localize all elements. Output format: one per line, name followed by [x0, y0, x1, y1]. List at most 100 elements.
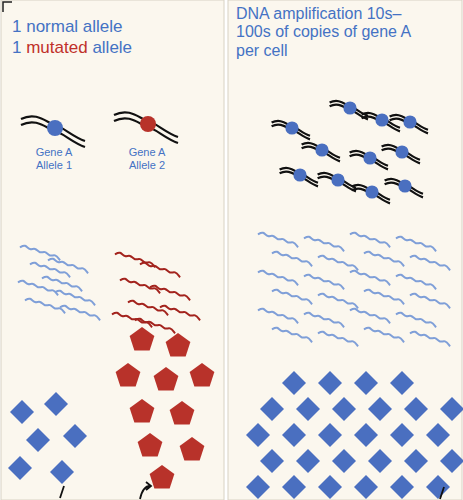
protein-diamond [282, 423, 306, 447]
protein-diamond [8, 456, 32, 480]
gene-locus [114, 112, 178, 143]
protein-diamond [390, 371, 414, 395]
gene-dot [293, 168, 306, 181]
mrna-strand [20, 246, 60, 261]
mrna-strand [304, 237, 344, 252]
protein-pentagon [190, 363, 215, 387]
mrna-strand [150, 286, 190, 301]
mrna-strand [350, 271, 390, 286]
gene-locus [352, 185, 390, 203]
gene-locus [330, 101, 368, 119]
protein-diamond [368, 449, 392, 473]
mrna-strand [258, 233, 298, 248]
protein-diamond [354, 475, 378, 499]
protein-pentagon [130, 399, 155, 423]
protein-diamond [260, 449, 284, 473]
protein-diamond [63, 424, 87, 448]
protein-diamond [50, 460, 74, 484]
mrna-strand [350, 309, 390, 324]
gene-locus [318, 173, 356, 191]
dna-strand [318, 173, 356, 188]
protein-diamond [390, 475, 414, 499]
mrna-strand [304, 275, 344, 290]
protein-diamond [426, 475, 450, 499]
mrna-strand [112, 313, 152, 328]
protein-diamond [404, 449, 428, 473]
gene-dot [363, 151, 376, 164]
protein-diamond [26, 428, 50, 452]
mrna-strand [410, 332, 450, 347]
mrna-strand [350, 233, 390, 248]
gene-locus [21, 116, 85, 147]
caption-text: 1 mutated allele [12, 38, 212, 58]
gene-dot [331, 173, 344, 186]
mrna-strand [272, 328, 312, 343]
mrna-strand [396, 275, 436, 290]
protein-diamond [246, 423, 270, 447]
mrna-strand [272, 252, 312, 267]
dna-strand [21, 116, 85, 141]
protein-pentagon [138, 433, 163, 457]
dna-strand [272, 121, 310, 136]
mrna-strand [60, 306, 100, 321]
mrna-strand [55, 291, 95, 306]
panel-left [1, 0, 224, 500]
dna-strand [350, 151, 388, 166]
protein-diamond [318, 423, 342, 447]
gene-locus [390, 115, 428, 133]
mrna-strand [258, 309, 298, 324]
dna-strand [114, 112, 178, 137]
mrna-strand [396, 237, 436, 252]
protein-diamond [318, 475, 342, 499]
gene-locus [385, 179, 423, 197]
mrna-strand [25, 299, 65, 314]
caption-text: 1 normal allele [12, 17, 212, 37]
gene-dot [140, 116, 156, 132]
gene-dot [395, 145, 408, 158]
dna-strand [352, 185, 390, 200]
dna-strand [385, 179, 423, 194]
mrna-strand [364, 328, 404, 343]
mrna-strand [410, 256, 450, 271]
mrna-strand [258, 271, 298, 286]
mrna-strand [304, 313, 344, 328]
mrna-strand [140, 263, 180, 278]
gene-dot [403, 115, 416, 128]
mrna-strand [364, 252, 404, 267]
protein-diamond [332, 449, 356, 473]
protein-pentagon [180, 437, 205, 461]
mrna-strand [48, 259, 88, 274]
mrna-strand [396, 313, 436, 328]
protein-diamond [296, 449, 320, 473]
mrna-strand [318, 256, 358, 271]
mrna-strand [410, 294, 450, 309]
protein-diamond [368, 397, 392, 421]
mrna-strand [160, 306, 200, 321]
panel-right [228, 0, 462, 500]
protein-diamond [354, 371, 378, 395]
protein-diamond [354, 423, 378, 447]
protein-diamond [44, 392, 68, 416]
protein-diamond [440, 397, 463, 421]
protein-pentagon [150, 465, 175, 489]
mrna-strand [18, 281, 58, 296]
allele-label: Gene A Allele 2 [119, 146, 175, 171]
caption-text: DNA amplification 10s–100s of copies of … [236, 5, 432, 60]
protein-diamond [296, 397, 320, 421]
gene-locus [280, 168, 318, 186]
protein-diamond [332, 397, 356, 421]
protein-pentagon [154, 367, 179, 391]
gene-dot [47, 120, 63, 136]
protein-pentagon [130, 327, 155, 351]
allele-label: Gene A Allele 1 [26, 146, 82, 171]
protein-diamond [318, 371, 342, 395]
protein-diamond [440, 449, 463, 473]
dna-strand [302, 143, 340, 158]
protein-pentagon [170, 401, 195, 425]
gene-locus [382, 145, 420, 163]
dna-strand [390, 115, 428, 130]
corner-mark [3, 2, 12, 12]
protein-diamond [246, 475, 270, 499]
